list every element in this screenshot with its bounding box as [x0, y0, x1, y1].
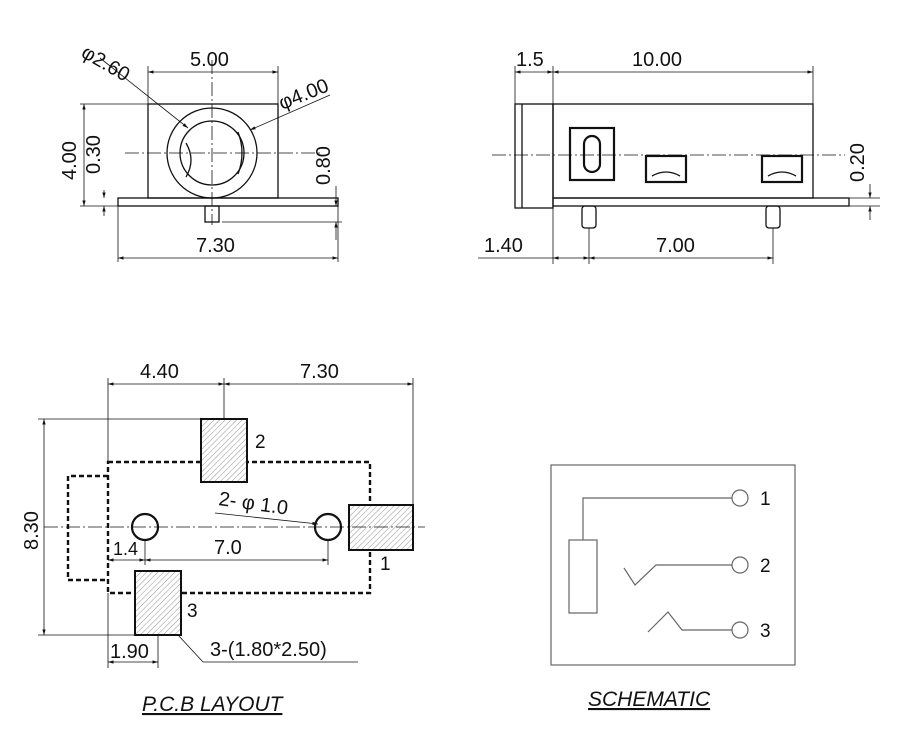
terminal-2 [731, 556, 749, 574]
dim-width-top: 5.00 [190, 49, 229, 71]
pcb-title: P.C.B LAYOUT [142, 693, 285, 716]
dim-pin-height: 0.80 [313, 146, 335, 185]
dim-plate-thickness: 0.20 [847, 143, 869, 182]
dim-pad-width: 1.90 [110, 641, 149, 663]
schematic-pin-3: 3 [760, 621, 771, 642]
terminal-3 [731, 621, 749, 639]
dim-body-length: 10.00 [632, 49, 682, 71]
front-base-plate [117, 197, 339, 207]
pin-label-3: 3 [187, 601, 198, 622]
schematic: 1 2 3 SCHEMATIC [550, 464, 796, 711]
pad-spec: 3-(1.80*2.50) [210, 639, 327, 661]
dim-front-length: 1.5 [516, 49, 544, 71]
dim-right: 7.30 [300, 361, 339, 383]
side-view: 1.5 10.00 0.20 1.40 7.00 [478, 49, 880, 264]
schematic-frame [550, 464, 796, 666]
schematic-pin-1: 1 [760, 489, 771, 510]
terminal-1 [731, 489, 749, 507]
flange-outline [66, 474, 108, 582]
side-plate [552, 197, 850, 207]
pad-3 [134, 570, 182, 636]
side-slot-1 [644, 154, 688, 184]
dim-offset: 0.30 [83, 135, 105, 174]
pad-1 [348, 504, 414, 551]
dim-height: 8.30 [21, 511, 43, 550]
dim-hole-offset: 1.4 [113, 539, 138, 559]
dim-base-width: 7.30 [196, 235, 235, 257]
side-body [552, 103, 814, 199]
schematic-title: SCHEMATIC [588, 688, 711, 711]
sleeve-contact [568, 539, 598, 614]
side-pin-1 [581, 205, 597, 229]
dim-inner-diameter: φ2.60 [78, 41, 134, 86]
dim-hole-pitch: 7.0 [214, 537, 242, 559]
side-pin-2 [765, 205, 781, 229]
pin-label-1: 1 [380, 554, 391, 575]
side-front-flange [514, 103, 554, 209]
dim-outer-diameter: φ4.00 [276, 75, 332, 115]
side-slot-oval [568, 126, 616, 182]
contact-spring [185, 131, 243, 178]
side-slot-2 [760, 154, 804, 184]
pad-2 [200, 418, 248, 483]
dim-height: 4.00 [59, 141, 81, 180]
dim-left: 4.40 [140, 361, 179, 383]
hole-label: 2- φ 1.0 [217, 488, 289, 519]
dim-pin-offset: 1.40 [484, 235, 523, 257]
pcb-layout: 4.40 7.30 8.30 2- φ 1.0 1.4 7.0 1.90 3-(… [21, 361, 425, 716]
body-outline [106, 460, 372, 595]
dim-pin-pitch: 7.00 [656, 235, 695, 257]
pin-label-2: 2 [255, 432, 266, 453]
front-view: 5.00 φ2.60 φ4.00 4.00 0.30 0.80 7.30 [59, 41, 342, 262]
schematic-pin-2: 2 [760, 556, 771, 577]
